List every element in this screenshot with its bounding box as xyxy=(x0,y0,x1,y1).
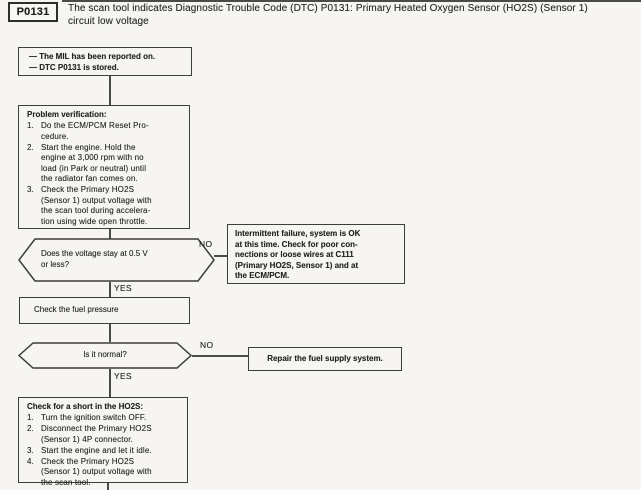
step-text: Start the engine and let it idle. xyxy=(41,445,152,455)
step-text: Start the engine. Hold the engine at 3,0… xyxy=(41,142,147,184)
dtc-code-badge: P0131 xyxy=(8,2,58,22)
mil-line-1: — The MIL has been reported on. xyxy=(29,52,156,61)
step-number: 2. xyxy=(27,142,34,152)
connector-decision2-no xyxy=(192,355,248,357)
fuel-pressure-text: Check the fuel pressure xyxy=(34,305,119,315)
repair-text: Repair the fuel supply system. xyxy=(267,353,383,363)
branch-label-no-1: NO xyxy=(199,239,213,249)
connector-verification-to-decision1 xyxy=(109,229,111,239)
flow-box-mil-reported: — The MIL has been reported on. — DTC P0… xyxy=(18,47,192,76)
step-number: 1. xyxy=(27,413,34,422)
branch-label-no-2: NO xyxy=(200,340,214,350)
decision-is-it-normal: Is it normal? xyxy=(18,342,192,369)
flow-box-intermittent-failure: Intermittent failure, system is OK at th… xyxy=(227,224,405,284)
mil-line-2: — DTC P0131 is stored. xyxy=(29,62,119,72)
step-number: 3. xyxy=(27,185,34,194)
step-number: 2. xyxy=(27,424,34,433)
short-check-title: Check for a short in the HO2S: xyxy=(27,402,144,411)
problem-verification-step: 1. Do the ECM/PCM Reset Pro- cedure. xyxy=(27,121,186,142)
connector-decision2-yes xyxy=(109,369,111,397)
step-text: Check the Primary HO2S (Sensor 1) output… xyxy=(41,185,152,226)
short-check-step: 1. Turn the ignition switch OFF. xyxy=(27,413,184,424)
short-check-step: 2. Disconnect the Primary HO2S (Sensor 1… xyxy=(27,424,184,445)
problem-verification-step: 2. Start the engine. Hold the engine at … xyxy=(27,143,186,185)
step-number: 1. xyxy=(27,121,34,130)
flow-box-repair-fuel-system: Repair the fuel supply system. xyxy=(248,347,402,371)
problem-verification-title: Problem verification: xyxy=(27,110,107,119)
connector-mil-to-verification xyxy=(109,76,111,105)
connector-decision1-yes xyxy=(109,282,111,297)
flow-box-problem-verification: Problem verification: 1. Do the ECM/PCM … xyxy=(18,105,190,229)
short-check-step: 3. Start the engine and let it idle. xyxy=(27,446,184,457)
step-text: Turn the ignition switch OFF. xyxy=(41,413,147,422)
dtc-description: The scan tool indicates Diagnostic Troub… xyxy=(68,3,588,27)
step-text: Check the Primary HO2S (Sensor 1) output… xyxy=(41,456,152,487)
decision-normal-question: Is it normal? xyxy=(83,350,127,359)
decision-voltage-stay: Does the voltage stay at 0.5 V or less? xyxy=(18,238,215,282)
step-number: 4. xyxy=(27,456,34,466)
flow-box-check-fuel-pressure: Check the fuel pressure xyxy=(19,297,190,324)
step-text: Do the ECM/PCM Reset Pro- cedure. xyxy=(41,121,149,141)
flow-box-check-short-ho2s: Check for a short in the HO2S: 1. Turn t… xyxy=(18,397,188,487)
branch-label-yes-2: YES xyxy=(114,371,132,381)
short-check-step: 4. Check the Primary HO2S (Sensor 1) out… xyxy=(27,457,184,489)
connector-short-box-continues xyxy=(107,483,109,490)
step-number: 3. xyxy=(27,445,34,455)
decision-voltage-question: Does the voltage stay at 0.5 V or less? xyxy=(41,249,148,269)
problem-verification-step: 3. Check the Primary HO2S (Sensor 1) out… xyxy=(27,185,186,227)
branch-label-yes-1: YES xyxy=(114,283,132,293)
dtc-code: P0131 xyxy=(16,6,50,18)
step-text: Disconnect the Primary HO2S (Sensor 1) 4… xyxy=(41,424,152,444)
hexagon-shape xyxy=(18,342,192,369)
connector-fuel-to-decision2 xyxy=(109,324,111,342)
hexagon-shape xyxy=(18,238,215,282)
connector-decision1-no xyxy=(214,255,228,257)
header-top-rule xyxy=(62,0,641,2)
